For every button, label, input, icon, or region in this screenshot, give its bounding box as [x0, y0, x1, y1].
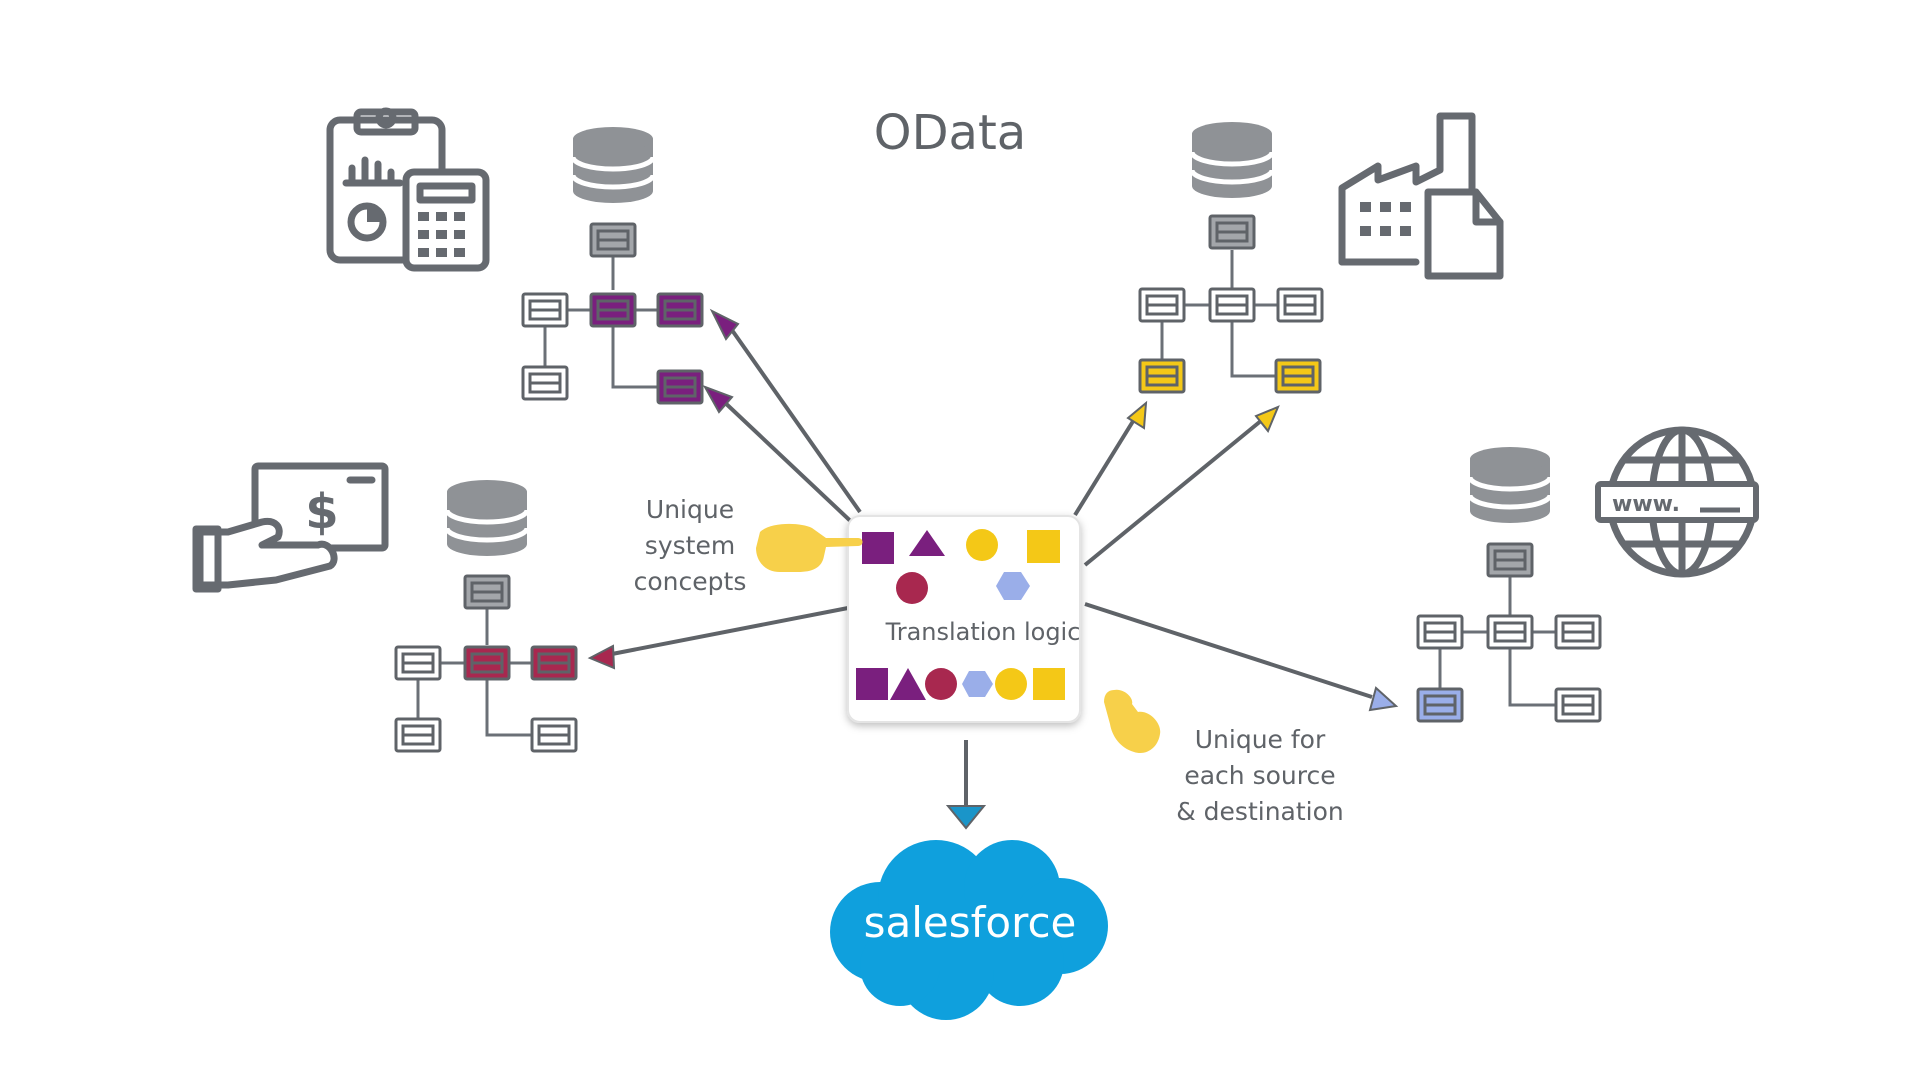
diagram-title: OData — [873, 105, 1027, 161]
purple-square-shape — [862, 532, 894, 564]
arrow-head-blue — [945, 805, 987, 830]
pointing-down-right-hand-icon — [1104, 689, 1161, 754]
manufacturing-database-icon — [1192, 122, 1272, 198]
lavender-hexagon-shape — [996, 572, 1030, 600]
arrow-to-finance-bottom — [718, 396, 862, 532]
arrow-to-payments — [611, 606, 849, 656]
clipboard-calculator-icon — [326, 107, 490, 272]
hand-cash-icon: $ — [192, 462, 389, 593]
payments-database-icon — [447, 480, 527, 556]
arrow-head-lavender — [1368, 686, 1399, 712]
connection-arrows — [587, 308, 1399, 830]
salesforce-logo-text: salesforce — [863, 898, 1077, 947]
arrow-to-web — [1084, 602, 1373, 699]
arrow-to-manufacturing-right — [1083, 418, 1264, 567]
yellow-circle-shape — [995, 668, 1027, 700]
web-system: www. — [1416, 426, 1759, 723]
note-line: system — [644, 531, 736, 560]
purple-square-shape — [856, 668, 888, 700]
web-database-icon — [1470, 447, 1550, 523]
globe-www-text: www. — [1612, 492, 1680, 517]
arrow-head-yellow — [1126, 400, 1148, 430]
yellow-circle-shape — [966, 529, 998, 561]
manufacturing-schema-tree — [1138, 214, 1324, 394]
web-schema-tree — [1416, 542, 1602, 723]
finance-system — [326, 107, 704, 405]
arrow-head-purple — [709, 308, 740, 341]
note-line: & destination — [1176, 797, 1344, 826]
svg-text:$: $ — [305, 484, 338, 540]
finance-database-icon — [573, 127, 653, 203]
unique-system-concepts-note: Unique system concepts — [590, 492, 790, 600]
purple-triangle-shape — [890, 668, 926, 700]
factory-document-icon — [1338, 112, 1504, 280]
crimson-circle-shape — [925, 668, 957, 700]
yellow-square-shape — [1033, 668, 1065, 700]
yellow-square-shape — [1027, 530, 1060, 563]
purple-triangle-shape — [909, 530, 945, 556]
arrow-head-crimson — [587, 644, 616, 670]
note-line: Unique for — [1194, 725, 1326, 754]
note-line: each source — [1184, 761, 1336, 790]
translation-logic-label: Translation logic — [885, 618, 1081, 646]
crimson-circle-shape — [896, 572, 928, 604]
pointing-right-hand-icon — [756, 523, 863, 572]
arrow-head-purple — [702, 385, 734, 414]
salesforce-logo — [830, 840, 1108, 1020]
finance-schema-tree — [521, 222, 704, 405]
note-line: Unique — [645, 495, 735, 524]
globe-www-icon: www. — [1595, 426, 1759, 578]
payments-schema-tree — [394, 574, 578, 753]
translation-logic-box — [847, 515, 1081, 723]
payments-system: $ — [192, 462, 578, 753]
lavender-hexagon-shape — [962, 671, 993, 697]
arrow-to-finance-top — [725, 321, 862, 514]
note-line: concepts — [633, 567, 747, 596]
manufacturing-system — [1138, 112, 1504, 394]
arrow-to-manufacturing-left — [1073, 416, 1137, 517]
shared-concept-shapes — [856, 668, 1065, 700]
unique-source-destination-note: Unique for each source & destination — [1135, 722, 1385, 830]
system-concept-shapes — [862, 529, 1060, 604]
translation-card — [847, 515, 1081, 723]
arrow-head-yellow — [1254, 405, 1280, 433]
